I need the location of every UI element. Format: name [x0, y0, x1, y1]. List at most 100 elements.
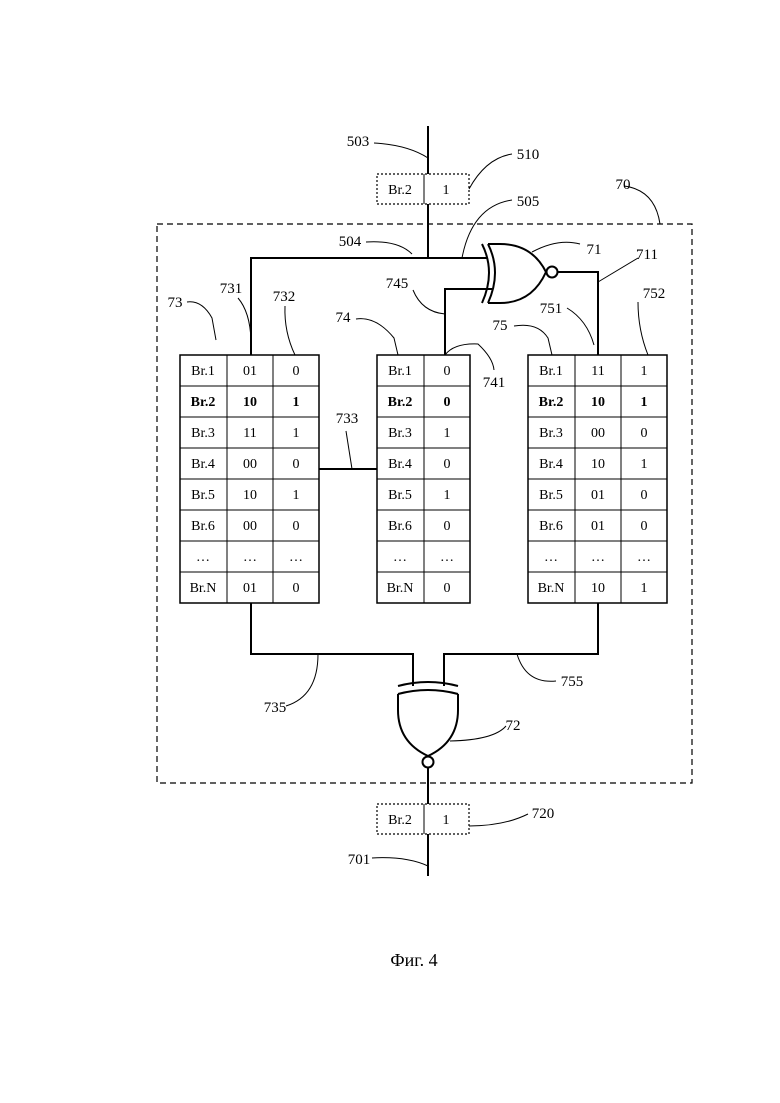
table-cell-branch: Br.6: [388, 519, 412, 534]
table-cell-bit: 0: [641, 488, 648, 503]
table-cell-branch: Br.3: [539, 426, 563, 441]
table-cell-bit: 1: [444, 488, 451, 503]
table-cell-bit: 1: [641, 457, 648, 472]
table-cell-code: 01: [243, 581, 257, 596]
table-cell-branch: Br.N: [538, 581, 565, 596]
ref-505: 505: [517, 194, 540, 210]
table-cell-bit: 0: [641, 426, 648, 441]
table-cell-bit: 1: [293, 488, 300, 503]
table-cell-code: 00: [243, 519, 257, 534]
table-cell-bit: 1: [293, 395, 300, 410]
line-711: [558, 272, 598, 355]
ref-711: 711: [636, 247, 658, 263]
table-cell-branch: Br.6: [539, 519, 563, 534]
table-cell-bit: 1: [444, 426, 451, 441]
table-cell-branch: Br.4: [539, 457, 563, 472]
ref-503: 503: [347, 134, 370, 150]
ref-73: 73: [168, 295, 183, 311]
ref-755: 755: [561, 674, 584, 690]
table-cell-code: 10: [591, 395, 605, 410]
table-cell-bit: 0: [293, 457, 300, 472]
ref-75: 75: [493, 318, 508, 334]
xnor-gate-72: [398, 682, 458, 768]
ref-731: 731: [220, 281, 243, 297]
table-cell-bit: 0: [444, 581, 451, 596]
table-cell-branch: …: [196, 550, 210, 565]
table-cell-bit: 0: [444, 519, 451, 534]
input-packet-branch: Br.2: [388, 183, 412, 198]
table-cell-bit: …: [637, 550, 651, 565]
table-cell-bit: 1: [293, 426, 300, 441]
table-cell-bit: 0: [444, 457, 451, 472]
table-75: Br.1111Br.2101Br.3000Br.4101Br.5010Br.60…: [528, 355, 667, 603]
table-cell-branch: Br.5: [539, 488, 563, 503]
line-735: [251, 603, 413, 686]
ref-735: 735: [264, 700, 287, 716]
line-504-to-table-73: [251, 258, 428, 355]
table-cell-branch: Br.1: [388, 364, 412, 379]
table-cell-bit: …: [289, 550, 303, 565]
ref-504: 504: [339, 234, 362, 250]
table-cell-code: …: [243, 550, 257, 565]
table-cell-branch: …: [393, 550, 407, 565]
ref-71: 71: [587, 242, 602, 258]
table-cell-branch: Br.5: [191, 488, 215, 503]
table-cell-bit: …: [440, 550, 454, 565]
table-cell-bit: 0: [641, 519, 648, 534]
table-cell-branch: Br.5: [388, 488, 412, 503]
table-cell-bit: 0: [444, 364, 451, 379]
table-cell-code: …: [591, 550, 605, 565]
line-745: [445, 289, 492, 355]
table-cell-branch: Br.1: [539, 364, 563, 379]
table-cell-code: 11: [591, 364, 604, 379]
table-cell-code: 10: [591, 581, 605, 596]
table-cell-bit: 0: [293, 519, 300, 534]
ref-72: 72: [506, 718, 521, 734]
table-cell-code: 00: [591, 426, 605, 441]
table-cell-bit: 1: [641, 581, 648, 596]
ref-745: 745: [386, 276, 409, 292]
ref-701: 701: [348, 852, 371, 868]
ref-510: 510: [517, 147, 540, 163]
table-cell-branch: Br.3: [191, 426, 215, 441]
table-73: Br.1010Br.2101Br.3111Br.4000Br.5101Br.60…: [180, 355, 319, 603]
table-cell-code: 00: [243, 457, 257, 472]
ref-74: 74: [336, 310, 352, 326]
table-cell-bit: 1: [641, 395, 648, 410]
table-cell-code: 01: [591, 488, 605, 503]
table-cell-branch: Br.N: [387, 581, 414, 596]
output-packet-bit: 1: [443, 813, 450, 828]
ref-70: 70: [616, 177, 631, 193]
table-cell-code: 10: [243, 395, 257, 410]
ref-741: 741: [483, 375, 506, 391]
table-cell-bit: 1: [641, 364, 648, 379]
input-packet-bit: 1: [443, 183, 450, 198]
xnor-gate-71: [482, 244, 558, 303]
output-packet-branch: Br.2: [388, 813, 412, 828]
table-cell-code: 10: [591, 457, 605, 472]
table-cell-branch: Br.2: [191, 395, 216, 410]
ref-733: 733: [336, 411, 359, 427]
table-cell-bit: 0: [293, 364, 300, 379]
table-cell-code: 01: [591, 519, 605, 534]
table-cell-branch: Br.4: [191, 457, 215, 472]
table-cell-branch: Br.2: [388, 395, 413, 410]
table-74: Br.10Br.20Br.31Br.40Br.51Br.60……Br.N0: [377, 355, 470, 603]
table-cell-code: 10: [243, 488, 257, 503]
table-cell-bit: 0: [444, 395, 451, 410]
figure-caption: Фиг. 4: [390, 950, 437, 970]
table-cell-branch: Br.N: [190, 581, 217, 596]
table-cell-branch: Br.6: [191, 519, 215, 534]
table-cell-branch: …: [544, 550, 558, 565]
table-cell-branch: Br.2: [539, 395, 564, 410]
table-cell-bit: 0: [293, 581, 300, 596]
table-cell-code: 01: [243, 364, 257, 379]
table-cell-branch: Br.3: [388, 426, 412, 441]
table-cell-branch: Br.1: [191, 364, 215, 379]
ref-720: 720: [532, 806, 555, 822]
table-cell-branch: Br.4: [388, 457, 412, 472]
ref-732: 732: [273, 289, 296, 305]
ref-752: 752: [643, 286, 666, 302]
table-cell-code: 11: [243, 426, 256, 441]
